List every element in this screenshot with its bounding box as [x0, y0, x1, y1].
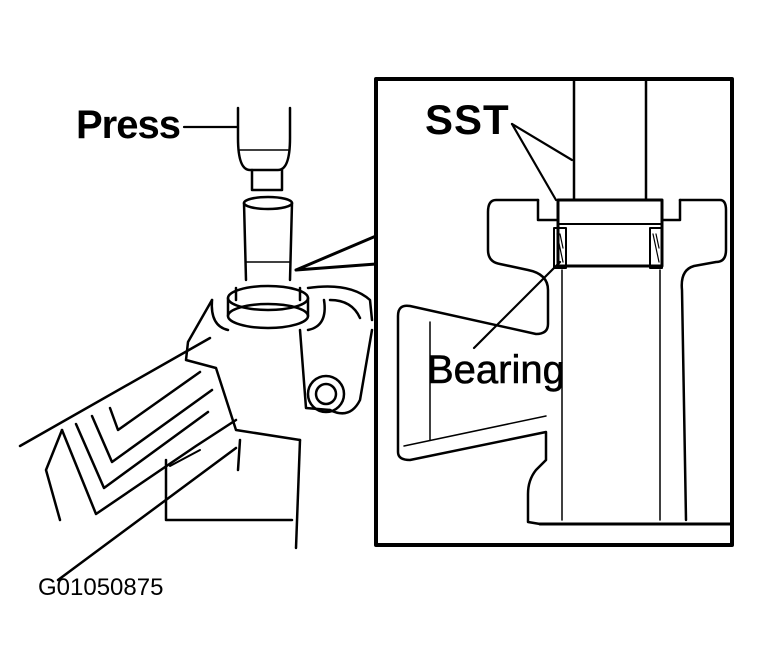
sst-sleeve — [536, 198, 682, 268]
inset-detail — [182, 77, 734, 547]
bearing-part — [553, 227, 663, 269]
sst-rod — [572, 77, 648, 202]
callout-pointer — [294, 234, 378, 272]
gear-housing-illustration — [18, 106, 374, 582]
press-ram — [236, 106, 292, 192]
sst-leader-upper — [510, 122, 574, 162]
figure-code: G01050875 — [38, 574, 164, 601]
rack-tube — [18, 336, 238, 582]
sst-leader-lower — [510, 122, 558, 202]
sst-label: SST — [425, 96, 510, 143]
inset-frame — [374, 77, 734, 547]
leader-lines — [182, 122, 574, 350]
bearing-label: Bearing — [427, 348, 565, 393]
press-label: Press — [76, 103, 181, 147]
bearing-leader — [472, 260, 562, 350]
housing-collar — [210, 284, 326, 332]
housing-section — [396, 198, 734, 526]
housing-body — [164, 285, 374, 550]
press-tool — [242, 195, 294, 282]
